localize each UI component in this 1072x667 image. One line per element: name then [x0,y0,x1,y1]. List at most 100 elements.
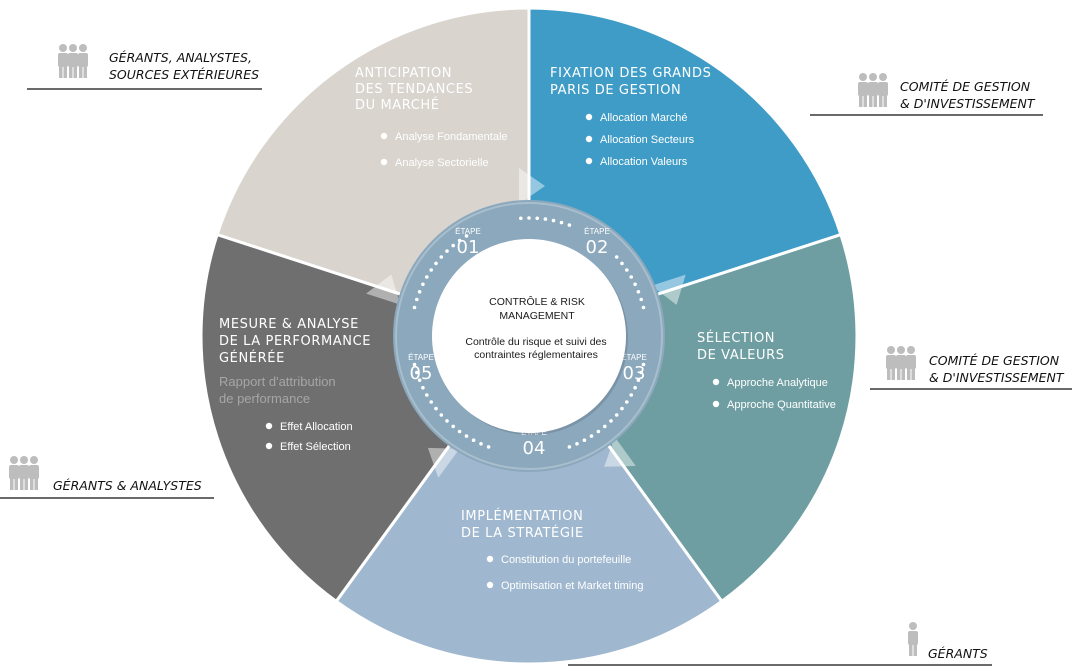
person-head-icon [859,73,867,81]
person-body-icon [78,53,88,67]
ring-dot [589,434,594,438]
person-leg-icon [30,478,34,490]
bullet-dot-icon [380,158,388,166]
person-head-icon [59,44,67,52]
bullet-dot-icon [380,132,388,140]
person-leg-icon [897,368,901,380]
etape-number: 02 [586,237,609,258]
segment-title: DE VALEURS [697,348,785,363]
person-leg-icon [879,95,883,107]
ring-dot [620,406,624,411]
ring-dot [479,442,483,446]
ring-dot [551,218,556,223]
ring-dot [614,255,619,259]
step-arrow-icon [604,436,636,467]
ring-dot [412,305,417,310]
person-leg-icon [869,95,873,107]
bullet-dot-icon [712,400,720,408]
actor-group: GÉRANTS, ANALYSTES, SOURCES EXTÉRIEURES [27,44,262,90]
ring-dot [527,216,531,220]
segment-bullet: Approche Analytique [727,377,828,389]
bullet-dot-icon [585,135,593,143]
ring-dot [486,445,491,449]
segment-bullet: Effet Allocation [280,421,353,433]
etape-number: 01 [457,237,480,258]
ring-dot [625,400,629,404]
ring-dot [575,442,579,446]
center-text: Contrôle du risque et suivi des [465,336,606,348]
center-disc [432,239,626,433]
bullet-dot-icon [265,422,273,430]
segment-title: GÉNÉRÉE [219,350,285,366]
person-head-icon [897,346,905,354]
segment-bullet: Approche Quantitative [727,399,836,411]
segment-bullet: Optimisation et Market timing [501,580,643,592]
person-leg-icon [901,368,905,380]
person-head-icon [79,44,87,52]
segment-bullet: Effet Sélection [280,441,351,453]
person-body-icon [858,82,868,96]
ring-dot [464,234,469,238]
person-body-icon [908,631,918,645]
person-body-icon [9,465,19,479]
ring-dot [421,282,425,287]
actor-label: SOURCES EXTÉRIEURES [109,67,259,82]
actor-label: GÉRANTS, ANALYSTES, [109,50,252,65]
segment-title: DU MARCHÉ [355,97,440,113]
person-body-icon [58,53,68,67]
person-leg-icon [863,95,867,107]
etape-label: ÉTAPE [408,353,434,362]
person-head-icon [887,346,895,354]
person-leg-icon [887,368,891,380]
ring-dot [625,268,629,272]
bullet-dot-icon [265,442,273,450]
person-leg-icon [59,66,63,78]
ring-dot [451,424,456,429]
segment-note: de performance [219,391,310,406]
ring-dot [582,438,587,443]
person-leg-icon [69,66,73,78]
ring-dot [535,216,539,221]
step-arrow-icon [651,274,686,305]
person-leg-icon [14,478,18,490]
segment-bullet: Allocation Marché [600,112,687,124]
person-head-icon [879,73,887,81]
person-leg-icon [883,95,887,107]
bullet-dot-icon [486,581,494,589]
ring-dot [425,393,429,397]
segment-note: Rapport d'attribution [219,374,336,389]
segment-title: MESURE & ANALYSE [219,317,359,332]
segment-title: PARIS DE GESTION [550,83,681,98]
ring-dot [636,290,641,294]
person-leg-icon [83,66,87,78]
person-leg-icon [10,478,14,490]
person-leg-icon [24,478,28,490]
center-title: CONTRÔLE & RISK [489,295,585,308]
ring-dot [415,297,419,302]
etape-label: ÉTAPE [621,353,647,362]
person-leg-icon [79,66,83,78]
arrows-layer [366,168,686,478]
actors-layer: GÉRANTS, ANALYSTES, SOURCES EXTÉRIEURES CO… [0,44,1072,666]
step-arrow-icon [519,168,545,204]
bullet-dot-icon [486,555,494,563]
person-body-icon [19,465,29,479]
ring-dot [439,255,444,259]
ring-dot [636,378,641,383]
ring-dot [641,305,646,310]
ring-edge [395,202,663,470]
person-leg-icon [73,66,77,78]
etape-number: 05 [410,363,433,384]
ring-dot [620,261,624,266]
ring-dot [629,275,633,279]
person-leg-icon [911,368,915,380]
ring-dot [457,238,462,243]
actor-group: GÉRANTS & ANALYSTES [0,456,214,499]
segment-title: DE LA PERFORMANCE [219,334,371,349]
actor-label: GÉRANTS & ANALYSTES [53,478,202,493]
segment-bullet: Analyse Sectorielle [395,157,489,169]
ring-dot [464,434,469,438]
